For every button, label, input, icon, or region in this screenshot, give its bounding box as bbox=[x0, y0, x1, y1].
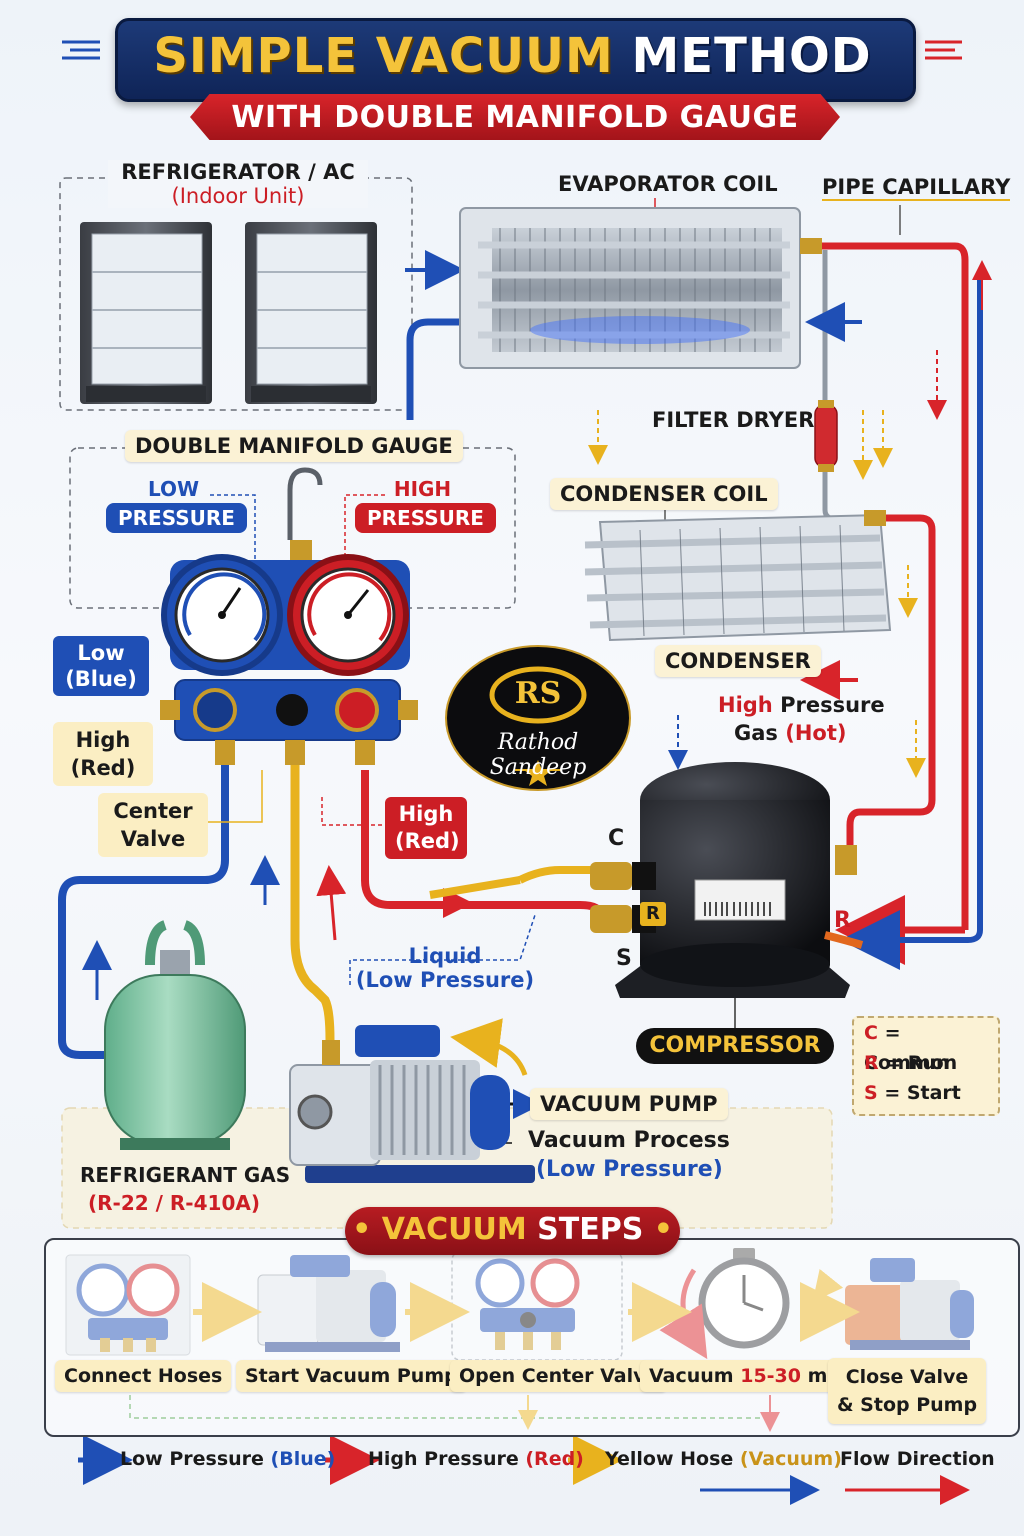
manifold-label: DOUBLE MANIFOLD GAUGE bbox=[125, 430, 463, 462]
title-dash-right bbox=[925, 40, 962, 60]
low-blue-line2: (Blue) bbox=[65, 667, 137, 691]
low-pressure-label: LOW PRESSURE bbox=[106, 477, 247, 533]
key-row-r: R = Run bbox=[864, 1052, 950, 1074]
terminal-r: R bbox=[646, 903, 660, 924]
center-valve-label: Center Valve bbox=[98, 793, 208, 857]
yellow-return-arrow bbox=[450, 1018, 528, 1076]
fridge-2 bbox=[245, 222, 377, 404]
filter-dryer-graphic bbox=[814, 400, 838, 472]
high-red-right-label: High (Red) bbox=[385, 797, 467, 859]
terminal-c: C bbox=[608, 826, 625, 851]
condenser-coil-label: CONDENSER COIL bbox=[550, 478, 778, 510]
high-pressure-label: HIGH PRESSURE bbox=[355, 477, 496, 533]
legend-high: High Pressure (Red) bbox=[368, 1448, 584, 1470]
step-3-label: Open Center Valve bbox=[450, 1360, 668, 1392]
yellow-hose-compressor bbox=[518, 866, 610, 884]
hpg-gas: Gas bbox=[734, 721, 778, 745]
step-1-label: Connect Hoses bbox=[55, 1360, 232, 1392]
page-title: SIMPLE VACUUM METHOD bbox=[115, 28, 910, 84]
yellow-hose bbox=[290, 760, 335, 1041]
low-pressure-line2: PRESSURE bbox=[106, 503, 247, 533]
red-pipe-capillary bbox=[820, 242, 969, 930]
key-row-c: C = Common bbox=[864, 1022, 958, 1074]
legend-yellow: Yellow Hose (Vacuum) bbox=[605, 1448, 842, 1470]
high-pressure-gas-label: High Pressure Gas (Hot) bbox=[718, 693, 885, 745]
liquid-line2: (Low Pressure) bbox=[355, 968, 535, 992]
evaporator-coil-graphic bbox=[459, 207, 822, 369]
blue-suction-right bbox=[840, 280, 983, 970]
step-5-label: Close Valve & Stop Pump bbox=[828, 1358, 986, 1424]
condenser-coil-graphic bbox=[584, 510, 892, 642]
title-part-2: METHOD bbox=[631, 28, 872, 84]
indoor-unit-line2: (Indoor Unit) bbox=[171, 184, 305, 208]
title-dash-left bbox=[62, 40, 100, 60]
vacuum-pump-label: VACUUM PUMP bbox=[530, 1088, 728, 1120]
compressor-graphic bbox=[590, 762, 864, 998]
logo-badge bbox=[445, 645, 631, 791]
hpg-high: High bbox=[718, 693, 773, 717]
high-red-right-line1: High bbox=[398, 802, 454, 826]
high-red-left-line2: (Red) bbox=[70, 756, 136, 780]
title-part-1: SIMPLE VACUUM bbox=[153, 28, 614, 84]
low-blue-line1: Low bbox=[77, 641, 125, 665]
filter-dryer-label: FILTER DRYER bbox=[652, 408, 815, 432]
blue-hose-tank bbox=[58, 760, 229, 1059]
vacuum-process-line2: (Low Pressure) bbox=[536, 1157, 723, 1182]
indoor-unit-label: REFRIGERATOR / AC (Indoor Unit) bbox=[108, 160, 368, 208]
leader-low bbox=[210, 494, 256, 560]
key-row-s: S = Start bbox=[864, 1082, 961, 1104]
yellow-hose-link bbox=[429, 876, 521, 899]
refrigerant-line1: REFRIGERANT GAS bbox=[80, 1163, 291, 1187]
steps-title-a: VACUUM bbox=[381, 1212, 527, 1247]
liquid-line1: Liquid bbox=[408, 944, 482, 968]
subtitle-banner bbox=[190, 94, 840, 140]
steps-title: • VACUUM STEPS • bbox=[352, 1212, 673, 1247]
low-blue-label: Low (Blue) bbox=[53, 636, 149, 696]
subtitle: WITH DOUBLE MANIFOLD GAUGE bbox=[231, 100, 799, 135]
capillary-label: PIPE CAPILLARY bbox=[822, 175, 1011, 201]
refrigerant-tank-graphic bbox=[104, 920, 246, 1150]
leader-center bbox=[205, 770, 263, 823]
hpg-pressure: Pressure bbox=[780, 693, 885, 717]
high-red-left-line1: High bbox=[75, 728, 131, 752]
steps-title-b: STEPS bbox=[537, 1212, 644, 1247]
evaporator-label: EVAPORATOR COIL bbox=[558, 172, 778, 196]
vacuum-pump-graphic bbox=[289, 1025, 535, 1183]
vacuum-process-label: Vacuum Process (Low Pressure) bbox=[528, 1128, 748, 1182]
terminal-s: S bbox=[616, 946, 632, 971]
dryer-tube bbox=[822, 470, 860, 523]
high-red-left-label: High (Red) bbox=[53, 722, 153, 786]
steps-banner bbox=[345, 1207, 680, 1255]
step-4-label: Vacuum 15-30 min bbox=[640, 1360, 857, 1392]
high-pressure-line2: PRESSURE bbox=[355, 503, 496, 533]
logo-name: Rathod Sandeep bbox=[489, 730, 587, 780]
indoor-unit-line1: REFRIGERATOR / AC bbox=[121, 160, 355, 184]
red-up-arrow bbox=[316, 865, 347, 941]
high-red-right-line2: (Red) bbox=[395, 829, 460, 853]
low-pressure-line1: LOW bbox=[147, 477, 200, 501]
hpg-hot: (Hot) bbox=[785, 721, 847, 745]
terminal-key: C = Common R = Run S = Start bbox=[852, 1016, 1000, 1116]
step-2-label: Start Vacuum Pump bbox=[236, 1360, 467, 1392]
condenser-label: CONDENSER bbox=[655, 645, 821, 677]
legend-low: Low Pressure (Blue) bbox=[120, 1448, 336, 1470]
leader-liquid bbox=[349, 914, 536, 985]
compressor-label: COMPRESSOR bbox=[636, 1028, 834, 1064]
fridge-1 bbox=[80, 222, 212, 404]
leader-high-red bbox=[321, 797, 385, 826]
liquid-label: Liquid (Low Pressure) bbox=[355, 944, 535, 992]
vacuum-process-line1: Vacuum Process bbox=[528, 1128, 730, 1153]
terminal-r-side: R bbox=[834, 908, 851, 933]
logo-initials: RS bbox=[514, 676, 562, 711]
red-pipe-condenser bbox=[846, 514, 936, 850]
legend-flow: Flow Direction bbox=[840, 1448, 995, 1470]
blue-hose-evap bbox=[406, 318, 462, 420]
center-valve-line1: Center bbox=[113, 799, 193, 823]
manifold-gauge-graphic bbox=[160, 467, 418, 765]
refrigerant-line2: (R-22 / R-410A) bbox=[88, 1191, 260, 1215]
high-pressure-line1: HIGH bbox=[393, 477, 452, 501]
center-valve-line2: Valve bbox=[120, 827, 186, 851]
refrigerant-label: REFRIGERANT GAS (R-22 / R-410A) bbox=[80, 1163, 291, 1215]
